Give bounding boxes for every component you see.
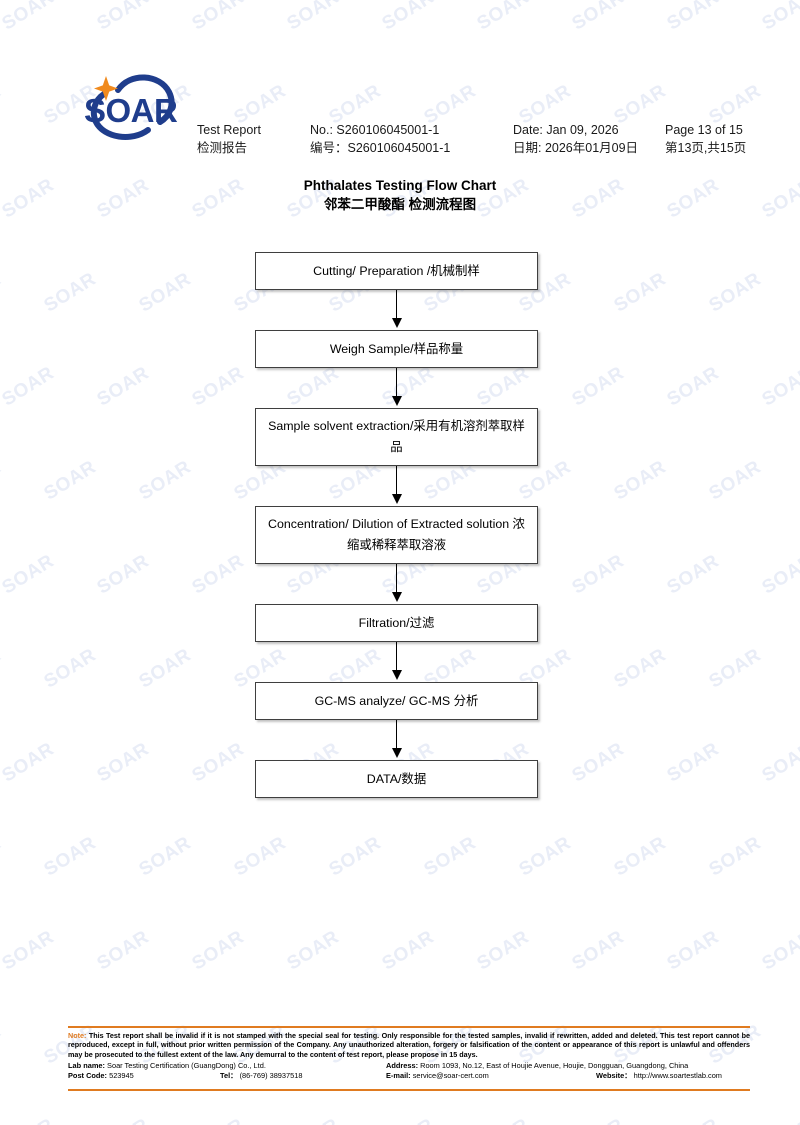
header-report-label-zh: 检测报告	[197, 141, 248, 155]
svg-text:SOAR: SOAR	[84, 92, 178, 129]
flow-arrow-connector	[255, 368, 538, 408]
soar-logo: SOAR	[74, 64, 194, 150]
contact-address-label: Address:	[386, 1061, 419, 1071]
flow-chart: Cutting/ Preparation /机械制样 Weigh Sample/样…	[255, 252, 538, 798]
flow-step: Concentration/ Dilution of Extracted sol…	[255, 506, 538, 564]
flow-step: Weigh Sample/样品称量	[255, 330, 538, 368]
flow-step-box: Concentration/ Dilution of Extracted sol…	[255, 506, 538, 564]
flow-step: Cutting/ Preparation /机械制样	[255, 252, 538, 290]
header-page-number-zh: 第13页,共15页	[665, 141, 747, 155]
contact-tel-label: Tel：	[220, 1071, 238, 1081]
flow-arrow-connector	[255, 720, 538, 760]
report-header: SOAR Test Report 检测报告 No.: S260106045001…	[0, 62, 800, 162]
flow-step: Sample solvent extraction/采用有机溶剂萃取样品	[255, 408, 538, 466]
contact-email-label: E-mail:	[386, 1071, 411, 1081]
contact-post-code-label: Post Code:	[68, 1071, 108, 1081]
header-date: Date: Jan 09, 2026 日期: 2026年01月09日	[513, 121, 638, 157]
arrow-head-icon	[391, 670, 402, 680]
flow-step-box: DATA/数据	[255, 760, 538, 798]
contact-website[interactable]: Website： http://www.soartestlab.com	[596, 1071, 722, 1081]
flow-step-box: Filtration/过滤	[255, 604, 538, 642]
header-report-label: Test Report 检测报告	[197, 121, 261, 157]
header-date-zh: 日期: 2026年01月09日	[513, 141, 639, 155]
header-report-number: No.: S260106045001-1 编号：S260106045001-1	[310, 121, 450, 157]
arrow-stem	[395, 466, 398, 496]
contact-post-code-value: 523945	[109, 1071, 134, 1081]
flow-step-label: Sample solvent extraction/采用有机溶剂萃取样品	[268, 419, 525, 454]
contact-address-value: Room 1093, No.12, East of Houjie Avenue,…	[420, 1061, 689, 1071]
contact-email-value[interactable]: service@soar-cert.com	[412, 1071, 489, 1081]
header-report-label-en: Test Report	[197, 123, 261, 137]
contact-lab-name-label: Lab name:	[68, 1061, 105, 1071]
header-date-en: Date: Jan 09, 2026	[513, 123, 619, 137]
flow-step: GC-MS analyze/ GC-MS 分析	[255, 682, 538, 720]
flow-step-label: Concentration/ Dilution of Extracted sol…	[268, 517, 525, 552]
flow-arrow-connector	[255, 290, 538, 330]
footer-note: Note: This Test report shall be invalid …	[68, 1028, 750, 1062]
page-title-zh: 邻苯二甲酸酯 检测流程图	[323, 197, 477, 212]
header-report-number-en: No.: S260106045001-1	[310, 123, 440, 137]
flow-step-box: Cutting/ Preparation /机械制样	[255, 252, 538, 290]
header-report-number-zh: 编号：S260106045001-1	[310, 141, 451, 155]
flow-step: DATA/数据	[255, 760, 538, 798]
flow-step-box: GC-MS analyze/ GC-MS 分析	[255, 682, 538, 720]
flow-step-label: Cutting/ Preparation /机械制样	[313, 263, 480, 278]
arrow-head-icon	[391, 592, 402, 602]
footer-rule-bottom	[68, 1089, 750, 1091]
contact-lab-name-value: Soar Testing Certification (GuangDong) C…	[107, 1061, 266, 1071]
flow-step-box: Sample solvent extraction/采用有机溶剂萃取样品	[255, 408, 538, 466]
arrow-stem	[395, 642, 398, 672]
flow-arrow-connector	[255, 642, 538, 682]
footer-contact: Lab name: Soar Testing Certification (Gu…	[68, 1061, 750, 1089]
flow-step-label: GC-MS analyze/ GC-MS 分析	[314, 693, 479, 708]
flow-arrow-connector	[255, 466, 538, 506]
contact-website-value[interactable]: http://www.soartestlab.com	[633, 1071, 722, 1081]
flow-step-box: Weigh Sample/样品称量	[255, 330, 538, 368]
arrow-stem	[395, 290, 398, 320]
contact-email[interactable]: E-mail: service@soar-cert.com	[386, 1071, 489, 1081]
contact-lab-name: Lab name: Soar Testing Certification (Gu…	[68, 1061, 266, 1071]
header-page-number: Page 13 of 15 第13页,共15页	[665, 121, 746, 157]
footer-rule-top	[68, 1026, 750, 1028]
page-title: Phthalates Testing Flow Chart 邻苯二甲酸酯 检测流…	[0, 176, 800, 215]
header-page-number-en: Page 13 of 15	[665, 123, 743, 137]
contact-website-label: Website：	[596, 1071, 632, 1081]
arrow-head-icon	[391, 494, 402, 504]
footer-note-label: Note:	[68, 1030, 87, 1040]
contact-tel: Tel： (86-769) 38937518	[220, 1071, 302, 1081]
arrow-stem	[395, 564, 398, 594]
footer-note-text: This Test report shall be invalid if it …	[68, 1030, 750, 1059]
page-title-en: Phthalates Testing Flow Chart	[303, 178, 497, 193]
arrow-stem	[395, 368, 398, 398]
flow-step-label: Filtration/过滤	[358, 615, 435, 630]
flow-arrow-connector	[255, 564, 538, 604]
arrow-stem	[395, 720, 398, 750]
arrow-head-icon	[391, 748, 402, 758]
contact-address: Address: Room 1093, No.12, East of Houji…	[386, 1061, 688, 1071]
arrow-head-icon	[391, 396, 402, 406]
contact-tel-value: (86-769) 38937518	[239, 1071, 303, 1081]
flow-step-label: Weigh Sample/样品称量	[329, 341, 464, 356]
flow-step-label: DATA/数据	[366, 771, 427, 786]
contact-post-code: Post Code: 523945	[68, 1071, 134, 1081]
report-footer: Note: This Test report shall be invalid …	[68, 1026, 750, 1091]
arrow-head-icon	[391, 318, 402, 328]
flow-step: Filtration/过滤	[255, 604, 538, 642]
